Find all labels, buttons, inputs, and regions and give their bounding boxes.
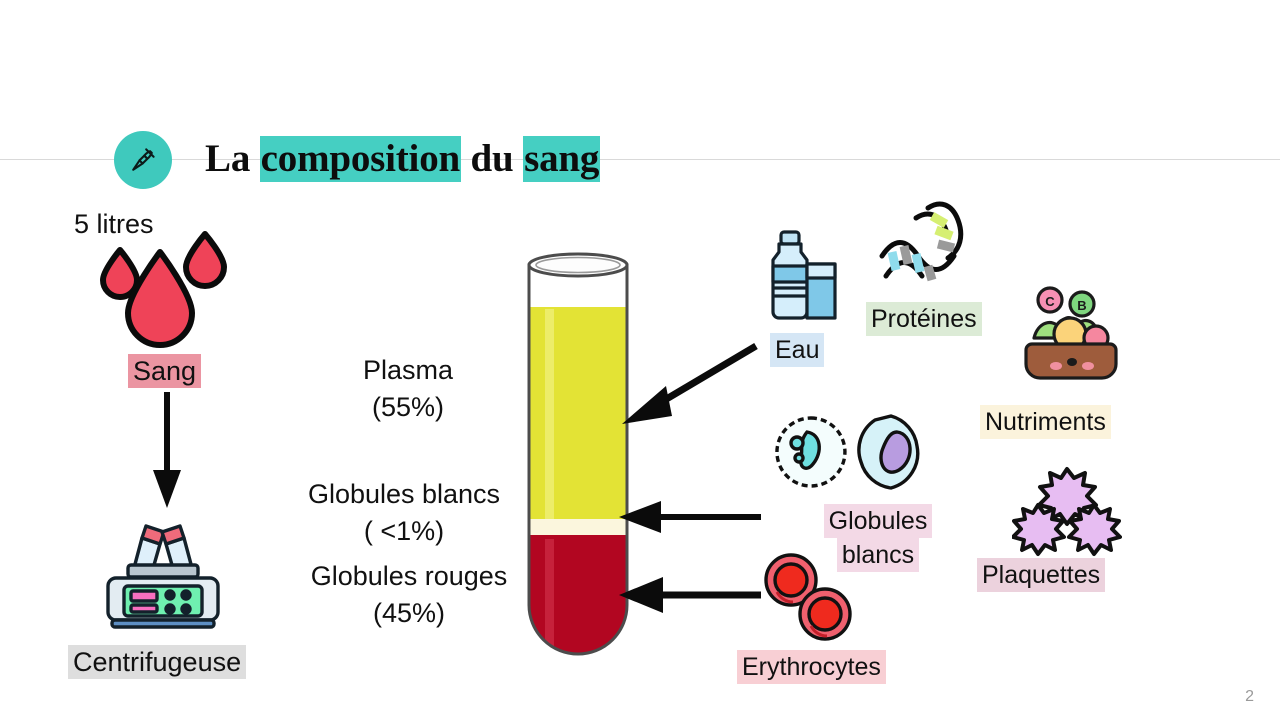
header-divider (0, 159, 1280, 160)
volume-label: 5 litres (74, 209, 154, 239)
component-label-globules-blancs-line2: blancs (836, 538, 920, 572)
tube-label-plasma-name: Plasma (362, 355, 454, 385)
blood-label: Sang (128, 354, 202, 388)
component-label-globules-blancs: Globules blancs (812, 503, 944, 573)
tube-label-plasma-percent: (55%) (371, 392, 445, 422)
vegetable-basket-icon: C B (1022, 286, 1130, 399)
component-label-eau: Eau (770, 333, 825, 367)
arrow-down-icon (150, 392, 184, 515)
title-part-2: du (461, 137, 524, 180)
blood-drops-icon (88, 222, 236, 357)
red-blood-cell-icon (757, 552, 861, 651)
component-label-proteines: Protéines (866, 302, 982, 336)
component-label-globules-blancs-line1: Globules (823, 504, 933, 538)
platelet-icon (1011, 465, 1122, 562)
page-title: La composition du sang (205, 133, 601, 185)
blood-test-tube-icon (511, 247, 645, 677)
tube-label-plasma: Plasma (55%) (288, 352, 528, 426)
water-bottle-icon (757, 226, 845, 331)
white-blood-cell-icon (773, 412, 931, 501)
component-label-erythrocytes: Erythrocytes (737, 650, 886, 684)
arrow-to-plasma-icon (614, 338, 760, 435)
centrifuge-icon (98, 516, 228, 641)
push-pin-icon (114, 131, 172, 189)
title-highlight-sang: sang (523, 136, 601, 182)
dna-helix-icon (872, 194, 972, 303)
svg-text:C: C (1045, 294, 1055, 309)
title-highlight-composition: composition (259, 136, 461, 182)
svg-text:B: B (1077, 298, 1086, 313)
title-part-1: La (205, 137, 260, 180)
page-number: 2 (1245, 688, 1254, 705)
tube-label-globules-blancs: Globules blancs ( <1%) (278, 476, 530, 550)
tube-label-globules-blancs-percent: ( <1%) (363, 516, 445, 546)
centrifuge-label: Centrifugeuse (68, 645, 247, 679)
arrow-to-globules-blancs-icon (611, 500, 763, 539)
tube-label-globules-rouges: Globules rouges (45%) (278, 558, 540, 632)
tube-label-globules-rouges-percent: (45%) (372, 598, 446, 628)
tube-label-globules-rouges-name: Globules rouges (310, 561, 508, 591)
component-label-plaquettes: Plaquettes (977, 558, 1106, 592)
tube-label-globules-blancs-name: Globules blancs (307, 479, 501, 509)
component-label-nutriments: Nutriments (980, 405, 1111, 439)
arrow-to-globules-rouges-icon (611, 576, 763, 619)
